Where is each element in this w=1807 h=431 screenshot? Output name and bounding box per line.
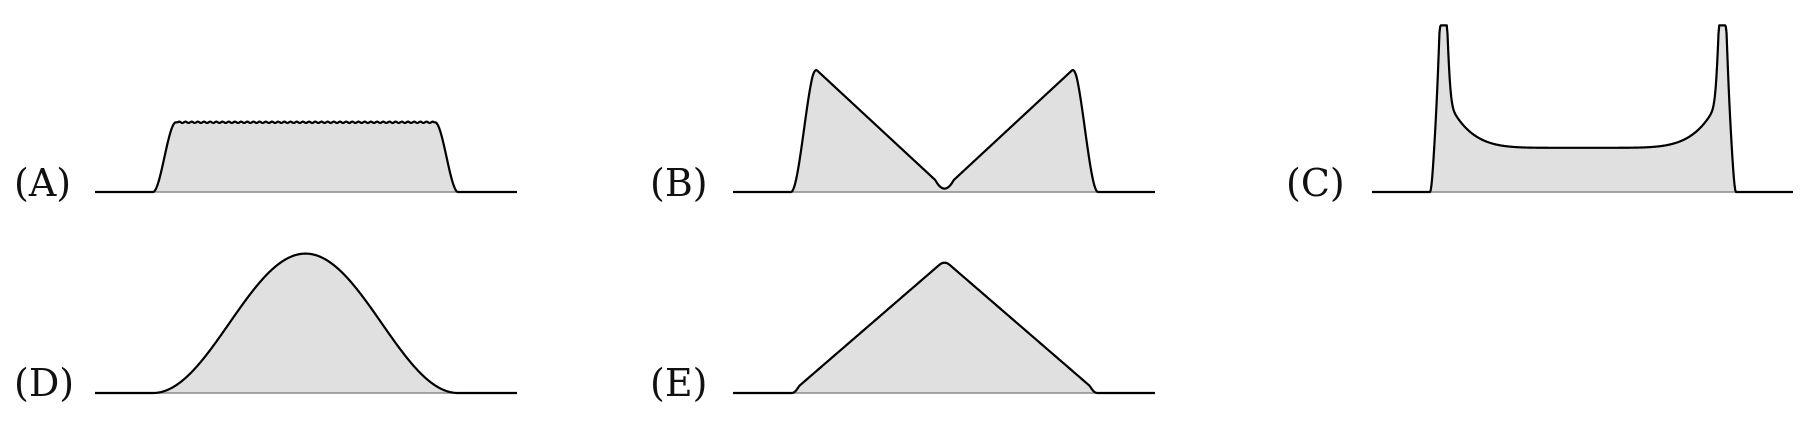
panel-e: (E) [650,261,1155,405]
panel-b-label: (B) [650,161,708,205]
panel-b-curve [789,69,1100,194]
panel-d: (D) [14,252,517,405]
panel-c-label: (C) [1286,161,1345,205]
panel-c-curve [1428,24,1738,194]
panel-a-label: (A) [14,161,71,205]
panel-b: (B) [650,69,1155,205]
panel-e-label: (E) [650,361,707,405]
panel-e-curve [789,261,1100,395]
panel-e-filled-area [791,262,1098,393]
panel-a-filled-area [153,121,458,192]
panel-d-curve [151,252,460,395]
panel-d-label: (D) [14,361,74,405]
panel-d-filled-area [153,253,458,393]
panel-c-filled-area [1430,25,1736,193]
panel-c: (C) [1286,24,1793,205]
panel-b-filled-area [791,70,1098,192]
panel-a: (A) [14,120,517,205]
panel-a-curve [151,120,460,194]
